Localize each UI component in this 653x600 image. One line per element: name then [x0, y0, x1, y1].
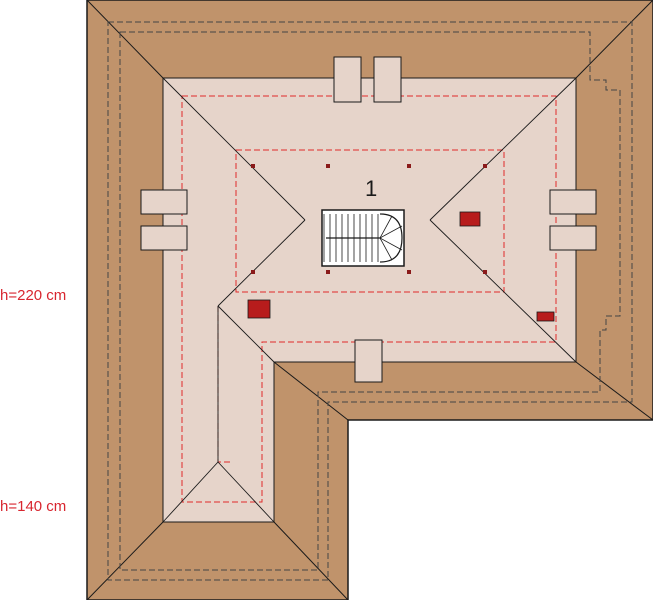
attic-floor-area: [162, 77, 577, 523]
skylights: [247, 211, 555, 322]
staircase: [321, 209, 405, 267]
outer-wall-dashed: [107, 21, 633, 581]
chimney: [140, 225, 188, 251]
room-number: 1: [365, 176, 377, 201]
knee-wall-line: [181, 95, 557, 503]
skylight: [247, 299, 271, 319]
roof-hip-lines: [86, 0, 653, 600]
column-markers: [251, 164, 487, 274]
chimney: [140, 189, 188, 215]
skylight: [536, 311, 555, 322]
chimney: [549, 225, 597, 251]
chimney: [549, 189, 597, 215]
chimney: [333, 56, 362, 103]
height-220-label: h=220 cm: [0, 287, 66, 304]
interior-hip-lines: [162, 77, 577, 523]
skylight: [459, 211, 481, 227]
height-140-label: h=140 cm: [0, 498, 66, 515]
chimney: [373, 56, 402, 103]
chimney: [354, 339, 383, 383]
chimneys: [140, 56, 597, 383]
